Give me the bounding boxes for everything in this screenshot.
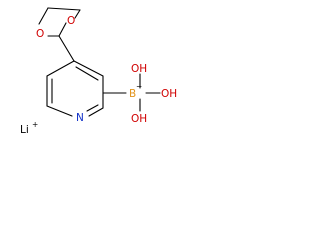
atom-o-ring-left: O	[36, 28, 44, 40]
chemical-structure: O O N B − OH OH OH Li +	[20, 7, 177, 136]
bond-c5-c4	[46, 60, 75, 77]
bond-ch2-ch2	[47, 7, 81, 11]
pyridine-ring-bonds	[46, 60, 104, 117]
atom-oh-right: OH	[161, 88, 177, 100]
boron-charge: −	[136, 82, 142, 91]
bond-acetal-to-ring	[58, 35, 75, 62]
boronate-bonds	[139, 73, 161, 112]
bond-c-o-top	[58, 22, 67, 37]
bond-c4-c3	[73, 60, 104, 77]
atom-boron: B	[129, 88, 136, 100]
atom-nitrogen: N	[76, 112, 84, 124]
dioxolane-ring-bonds	[38, 7, 81, 37]
atom-lithium: Li	[20, 124, 29, 136]
bond-c2-n	[88, 107, 104, 117]
atom-o-ring-top: O	[67, 15, 75, 27]
bond-n-c6	[46, 105, 73, 117]
bond-c2-n-double	[86, 104, 99, 112]
bond-o-top-ch2	[74, 9, 81, 19]
bond-ch2-o-left	[38, 7, 49, 25]
bond-c3-c4-double	[75, 66, 99, 81]
atom-oh-top: OH	[131, 63, 147, 75]
lithium-charge: +	[32, 120, 38, 129]
atom-oh-bottom: OH	[131, 113, 147, 125]
